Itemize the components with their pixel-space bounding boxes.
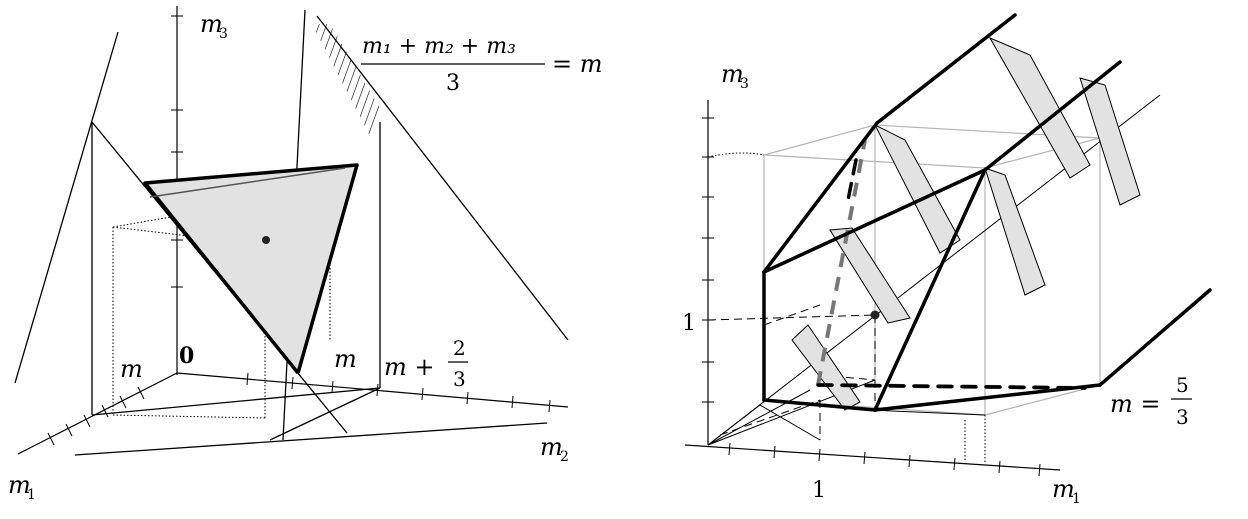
svg-text:5: 5 [1176, 373, 1189, 397]
svg-text:= m: = m [552, 50, 603, 78]
center-point [262, 236, 270, 244]
svg-text:2: 2 [560, 449, 569, 465]
m1-axis-right [684, 442, 1061, 477]
plane-equation-label: m₁ + m₂ + m₃ 3 = m [361, 34, 603, 96]
gray-cube [763, 124, 1101, 416]
svg-text:1: 1 [27, 487, 36, 503]
thick-edges [762, 13, 1212, 412]
triangle-inner-edge [149, 167, 346, 198]
svg-text:m: m [721, 60, 744, 88]
tick-label-x-1: 1 [812, 478, 826, 503]
gray-bands [791, 36, 1141, 411]
m-five-thirds-label: m = 5 3 [1110, 373, 1192, 429]
svg-text:3: 3 [740, 76, 749, 92]
m2-label: m 2 [540, 433, 569, 465]
svg-text:m =: m = [1110, 390, 1161, 418]
m1-label-right: m 1 [1052, 475, 1081, 507]
tick-label-y-1: 1 [682, 311, 696, 336]
svg-text:m: m [8, 471, 31, 499]
m1-label: m 1 [8, 471, 36, 503]
m-plus-two-thirds-label: m + 2 3 [384, 336, 468, 391]
thin-dashes [707, 304, 876, 440]
right-diagram-svg: m 3 1 1 m 1 m = 5 3 [682, 13, 1212, 507]
svg-text:3: 3 [1176, 405, 1189, 429]
left-diagram-svg: m 3 m 1 m 2 0 m m m + 2 3 m₁ + m₂ + m₃ 3… [8, 6, 603, 503]
triangle-edge-thick [143, 163, 359, 375]
svg-text:m: m [1052, 475, 1075, 503]
left-diagram: m 3 m 1 m 2 0 m m m + 2 3 m₁ + m₂ + m₃ 3… [0, 0, 620, 514]
svg-text:3: 3 [453, 367, 466, 391]
svg-text:m: m [540, 433, 563, 461]
svg-text:m₁ + m₂ + m₃: m₁ + m₂ + m₃ [362, 34, 516, 59]
center-point-right [870, 310, 880, 320]
origin-label: 0 [179, 343, 194, 369]
m3-label: m 3 [200, 10, 228, 42]
m3-label-right: m 3 [721, 60, 749, 92]
hatched-region [312, 24, 380, 140]
dotted-marks [707, 152, 986, 462]
right-diagram: m 3 1 1 m 1 m = 5 3 [620, 0, 1248, 514]
thin-lines [707, 94, 1161, 446]
svg-text:m: m [200, 10, 223, 38]
svg-text:3: 3 [219, 26, 228, 42]
svg-text:1: 1 [1072, 491, 1081, 507]
svg-text:m +: m + [384, 353, 435, 381]
m-label-right: m [334, 345, 357, 373]
gray-triangle [145, 165, 357, 373]
m3-axis-right [702, 100, 714, 445]
m-label-left: m [120, 355, 143, 383]
m2-axis [176, 372, 569, 413]
svg-text:3: 3 [446, 71, 460, 96]
m1-axis [17, 372, 178, 455]
svg-text:2: 2 [453, 336, 466, 360]
